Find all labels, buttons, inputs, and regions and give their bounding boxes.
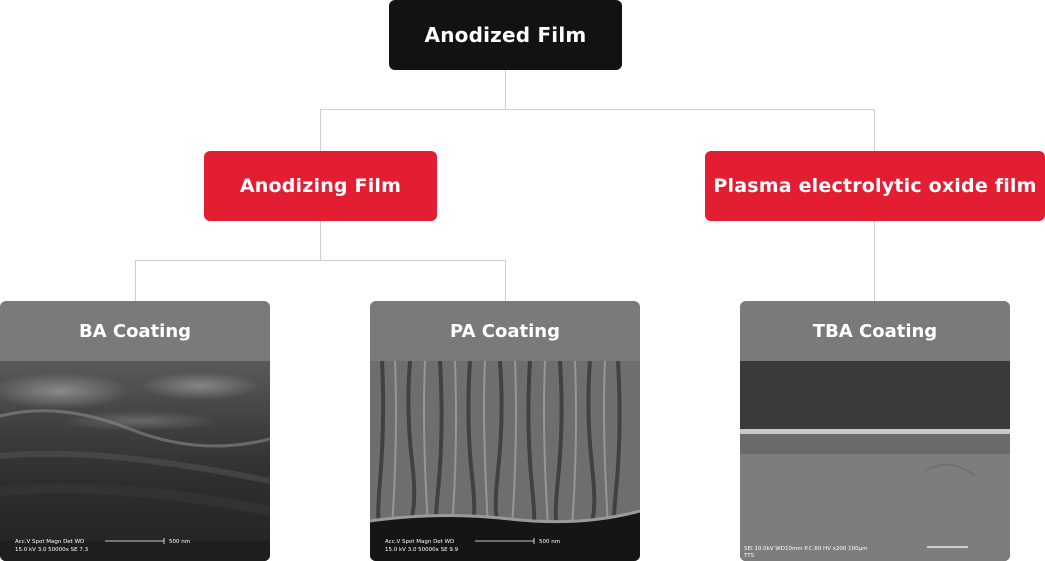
branch-node-anodizing-film: Anodizing Film <box>204 151 437 221</box>
scale-bar-label: 500 nm <box>539 539 560 545</box>
sem-caption-line1: Acc.V Spot Magn Det WD <box>15 539 84 545</box>
branch-node-plasma-oxide-film: Plasma electrolytic oxide film <box>705 151 1045 221</box>
branch-node-label: Plasma electrolytic oxide film <box>713 175 1037 197</box>
coating-card-header: BA Coating <box>0 301 270 361</box>
sem-image-ba: Acc.V Spot Magn Det WD 15.0 kV 3.0 50000… <box>0 361 270 561</box>
connector-level2-horizontal <box>135 260 506 261</box>
root-node-anodized-film: Anodized Film <box>389 0 622 70</box>
connector-plasma-down <box>874 220 875 301</box>
connector-level1-horizontal <box>320 109 875 110</box>
coating-card-label: PA Coating <box>450 320 560 342</box>
sem-image-tba: SEI 10.0kV WD10mm P.C.60 HV x200 100µm T… <box>740 361 1010 561</box>
connector-to-anodizing <box>320 109 321 152</box>
connector-to-pa <box>505 260 506 301</box>
connector-to-plasma <box>874 109 875 152</box>
coating-card-tba: TBA Coating SEI 10.0kV WD10mm P.C.60 HV … <box>740 301 1010 561</box>
sem-caption-line1: SEI 10.0kV WD10mm P.C.60 HV x200 100µm <box>744 546 867 552</box>
connector-anodizing-down <box>320 220 321 261</box>
root-node-label: Anodized Film <box>424 23 587 47</box>
branch-node-label: Anodizing Film <box>239 175 402 197</box>
sem-caption-line1: Acc.V Spot Magn Det WD <box>385 539 454 545</box>
coating-card-pa: PA Coating <box>370 301 640 561</box>
connector-root-down <box>505 70 506 110</box>
connector-to-ba <box>135 260 136 301</box>
coating-card-header: PA Coating <box>370 301 640 361</box>
scale-bar-label: 500 nm <box>169 539 190 545</box>
sem-image-pa: Acc.V Spot Magn Det WD 15.0 kV 3.0 50000… <box>370 361 640 561</box>
sem-caption-line2: 15.0 kV 3.0 50000x SE 9.9 <box>385 547 459 553</box>
coating-card-ba: BA Coating <box>0 301 270 561</box>
coating-card-label: BA Coating <box>78 320 192 342</box>
coating-card-label: TBA Coating <box>812 320 938 342</box>
coating-card-header: TBA Coating <box>740 301 1010 361</box>
sem-caption-line2: 15.0 kV 3.0 50000x SE 7.3 <box>15 547 89 553</box>
sem-caption-line2: TTS <box>743 553 755 559</box>
